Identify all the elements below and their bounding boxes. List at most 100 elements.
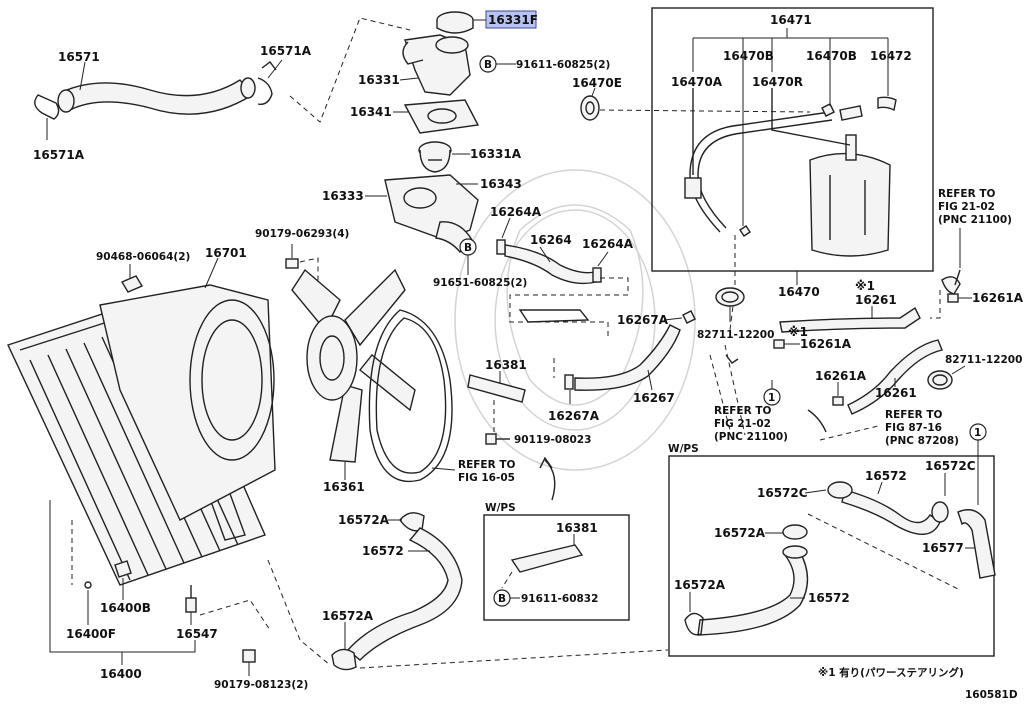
callout-16400F: 16400F [66, 627, 116, 641]
hose-end-left [725, 354, 739, 364]
clip-16470B-upper [821, 103, 835, 117]
bolt-marker-b-1: B [479, 55, 497, 73]
mark-note-2: ※1 [788, 325, 808, 339]
callout-16267: 16267 [633, 391, 675, 405]
svg-text:1: 1 [768, 392, 775, 404]
fan-16361 [291, 268, 416, 463]
callout-16361: 16361 [323, 480, 365, 494]
drain-cock-16400B [114, 560, 132, 578]
callout-91651-60825: 91651-60825(2) [433, 277, 527, 289]
upper-radiator-hose-16571 [34, 61, 277, 120]
pointer-arrow [544, 459, 556, 501]
callout-16470B-1: 16470B [723, 49, 774, 63]
drive-belt [368, 309, 453, 482]
clamp-16261A-2 [773, 339, 785, 349]
plug-16400F [84, 581, 92, 589]
callout-16571A-top: 16571A [260, 44, 312, 58]
callout-16264: 16264 [530, 233, 572, 247]
callout-16572-wps-1: 16572 [865, 469, 907, 483]
ref-belt-line2: FIG 16-05 [458, 472, 515, 484]
callout-16470B-2: 16470B [806, 49, 857, 63]
bolt-90119-08023 [485, 433, 510, 445]
circle-ref-1-left: 1 [763, 388, 781, 406]
callout-91611-60825: 91611-60825(2) [516, 59, 610, 71]
callout-16331A: 16331A [470, 147, 522, 161]
label-wps-right: W/PS [668, 443, 699, 455]
callout-16261A-2: 16261A [800, 337, 852, 351]
bolt-marker-b-3: B [493, 589, 511, 607]
bolt-16547 [185, 585, 197, 613]
cap-16472 [877, 96, 897, 112]
drawing-number: 160581D [965, 689, 1018, 701]
callout-16572A-lower-2: 16572A [322, 609, 374, 623]
ref-top-right-line3: (PNC 21100) [938, 214, 1012, 226]
pipe-end-top-right [941, 276, 961, 295]
callout-90119-08023: 90119-08023 [514, 434, 591, 446]
ref-top-right-line1: REFER TO [938, 188, 996, 200]
callout-16267A-1: 16267A [617, 313, 669, 327]
callout-16261-bottom: 16261 [875, 386, 917, 400]
svg-text:B: B [498, 593, 506, 605]
grommet-16470E [580, 95, 600, 121]
wps-bracket-box [483, 514, 630, 621]
callout-16381: 16381 [485, 358, 527, 372]
clip-90468-06064 [120, 275, 144, 293]
clamp-82711-12200-left [715, 287, 745, 307]
pointer-arrowhead [539, 456, 553, 469]
svg-text:1: 1 [974, 427, 981, 439]
clamp-16267A-1 [682, 310, 696, 324]
svg-text:B: B [464, 242, 472, 254]
callout-16261-top: 16261 [855, 293, 897, 307]
ref-right-line3: (PNC 87208) [885, 435, 959, 447]
hose-16572-wps-upper [827, 481, 949, 535]
callout-16572-lower: 16572 [362, 544, 404, 558]
bracket-16381 [467, 374, 526, 403]
callout-16381-wps: 16381 [556, 521, 598, 535]
clamp-16572A-wps-1 [782, 524, 808, 540]
callout-16572A-wps-1: 16572A [714, 526, 766, 540]
callout-16547: 16547 [176, 627, 218, 641]
hose-16261-upper [779, 306, 921, 333]
clamp-16572A-lower-2 [331, 648, 357, 671]
callout-16572-wps-2: 16572 [808, 591, 850, 605]
leader-16470R [771, 88, 851, 146]
gasket-16341 [403, 99, 480, 134]
callout-16470: 16470 [778, 285, 820, 299]
callout-90179-06293: 90179-06293(4) [255, 228, 349, 240]
callout-16267A-2: 16267A [548, 409, 600, 423]
clip-16470B-lower [739, 225, 751, 237]
ref-mid-line2: FIG 21-02 [714, 418, 771, 430]
clamp-16264A-1 [496, 239, 506, 255]
pipe-16577 [957, 509, 996, 579]
callout-16343: 16343 [480, 177, 522, 191]
callout-90468-06064: 90468-06064(2) [96, 251, 190, 263]
ref-right-line2: FIG 87-16 [885, 422, 942, 434]
callout-16572A-wps-2: 16572A [674, 578, 726, 592]
callout-16470E: 16470E [572, 76, 622, 90]
footnote-power-steering: ※1 有り(パワーステアリング) [818, 666, 964, 679]
radiator-cap-16331F [436, 11, 474, 34]
clip-16470B-top [839, 105, 863, 121]
clamp-16267A-2 [564, 374, 574, 390]
callout-16577: 16577 [922, 541, 964, 555]
callout-16264A-1: 16264A [490, 205, 542, 219]
water-outlet-16331 [402, 34, 471, 96]
callout-16341: 16341 [350, 105, 392, 119]
ref-top-right-line2: FIG 21-02 [938, 201, 995, 213]
callout-16571A-left: 16571A [33, 148, 85, 162]
hose-16267 [574, 324, 681, 391]
callout-16571: 16571 [58, 50, 100, 64]
clamp-16261A-1 [947, 293, 959, 303]
callout-90179-08123: 90179-08123(2) [214, 679, 308, 691]
ref-mid-line3: (PNC 21100) [714, 431, 788, 443]
label-wps-center: W/PS [485, 502, 516, 514]
reservoir-tank [809, 134, 891, 257]
circle-ref-1-right: 1 [969, 423, 987, 441]
callout-16333: 16333 [322, 189, 364, 203]
callout-16400B: 16400B [100, 601, 151, 615]
water-inlet-housing-16333 [384, 174, 479, 254]
nut-90179-06293 [285, 258, 299, 269]
ref-mid-line1: REFER TO [714, 405, 772, 417]
callout-16470A: 16470A [671, 75, 723, 89]
